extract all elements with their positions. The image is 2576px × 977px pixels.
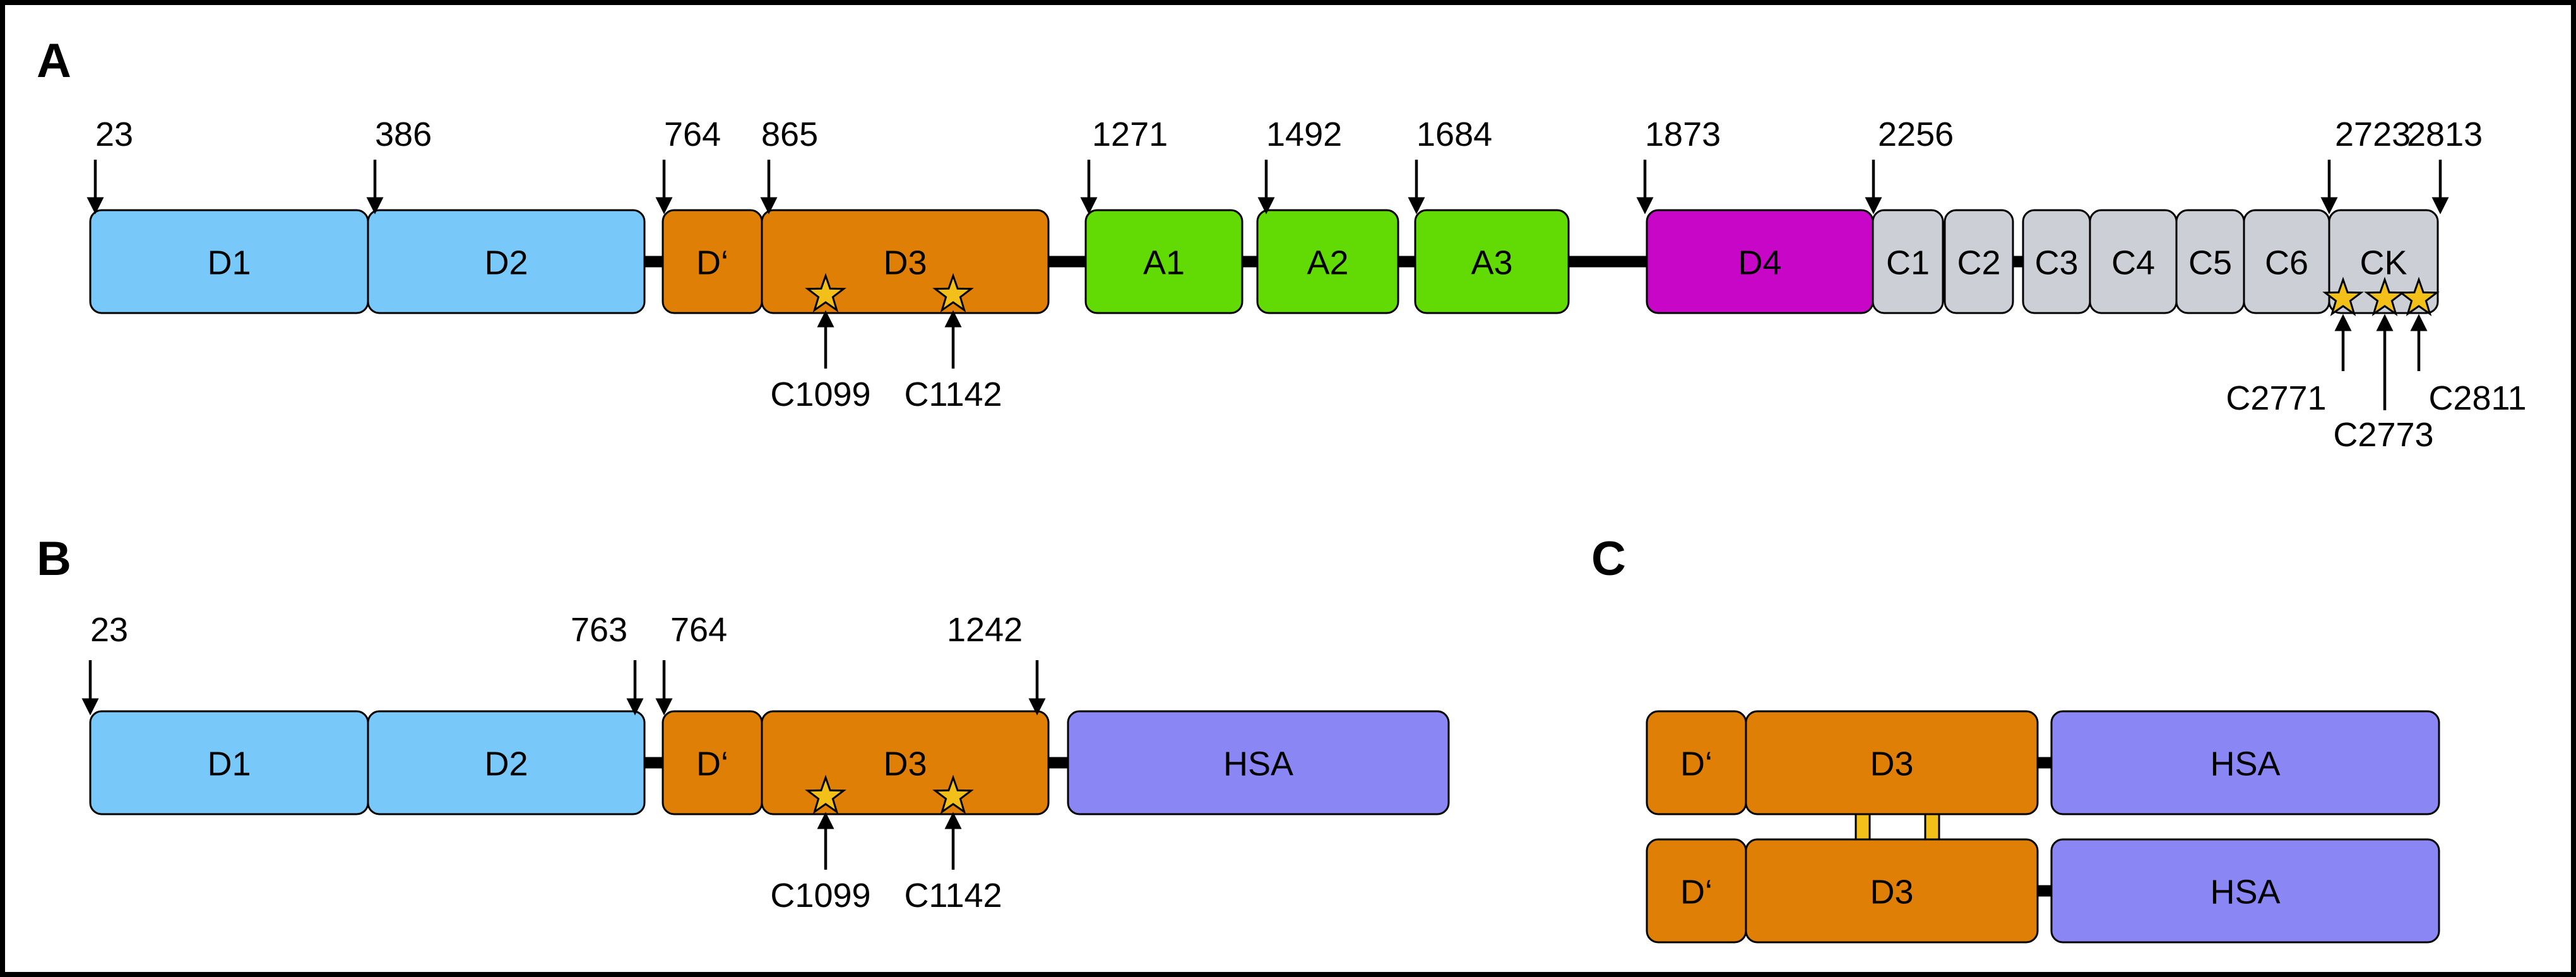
- panel-a-cys-c1099-label: C1099: [770, 376, 870, 413]
- panel-a-cys-c2811-label: C2811: [2428, 379, 2526, 417]
- panel-b-cys-c1099-star: [805, 774, 846, 815]
- panel-c-upper-hsa-box: [2050, 710, 2440, 815]
- panel-b-domain-d-1050-label: D‘: [696, 745, 728, 783]
- panel-a-position-1492-label: 1492: [1266, 115, 1342, 153]
- panel-c-upper-d3-box: [1745, 710, 2039, 815]
- panel-a-position-23-label: 23: [95, 115, 133, 153]
- panel-a-domain-d3-1207-label: D3: [883, 244, 927, 282]
- panel-a-domain-a1-1720-label: A1: [1143, 244, 1185, 282]
- panel-c-lower-dprime-label: D‘: [1680, 873, 1712, 911]
- panel-a-domain-d1-143-label: D1: [207, 244, 251, 282]
- panel-a-domain-c1-2967-label: C1: [1886, 244, 1930, 282]
- panel-a-domain-d2-583-label: D2: [484, 244, 528, 282]
- panel-b-domain-d2-583-label: D2: [484, 745, 528, 783]
- panel-a-domain-a3-2242-label: A3: [1471, 244, 1512, 282]
- disulfide-bond-1: [1855, 813, 1871, 841]
- panel-a-domain-c5-3448-label: C5: [2188, 244, 2232, 282]
- panel-b-cys-c1142-label: C1142: [904, 877, 1002, 915]
- panel-c-lower-d3-label: D3: [1870, 873, 1913, 911]
- panel-a-cys-c1142-label: C1142: [904, 376, 1002, 413]
- panel-c-lower-d3-box: [1745, 838, 2039, 944]
- panel-a-position-2813-label: 2813: [2407, 115, 2483, 153]
- panel-a-domain-c2-3081-label: C2: [1957, 244, 2000, 282]
- panel-a-domain-d2-583-box: [367, 209, 646, 314]
- panel-c-lower-hsa-box: [2050, 838, 2440, 944]
- disulfide-bond-2: [1924, 813, 1940, 841]
- panel-b-cys-c1142-star: [932, 774, 974, 815]
- panel-c-lower-hsa-label: HSA: [2210, 873, 2280, 911]
- panel-a-domain-d-1050-label: D‘: [696, 244, 728, 282]
- panel-a-position-865-label: 865: [761, 115, 818, 153]
- panel-a-domain-a3-2242-box: [1414, 209, 1570, 314]
- panel-a-cys-c1142-star: [932, 273, 974, 313]
- panel-a-domain-c4-3311-label: C4: [2111, 244, 2155, 282]
- panel-b-position-1242-label: 1242: [947, 611, 1023, 649]
- panel-a-position-2723-label: 2723: [2335, 115, 2411, 153]
- panel-a-cys-c1099-star: [805, 273, 846, 313]
- panel-b-domain-d3-1207-label: D3: [883, 745, 927, 783]
- panel-c-upper-hsa-label: HSA: [2210, 745, 2280, 783]
- panel-c-upper-d3-label: D3: [1870, 745, 1913, 783]
- panel-c-upper-dprime-label: D‘: [1680, 745, 1712, 783]
- panel-a-position-1684-label: 1684: [1416, 115, 1492, 153]
- panel-b-position-764-label: 764: [670, 611, 727, 649]
- panel-a-cys-c2771-label: C2771: [2226, 379, 2326, 417]
- panel-b-domain-d1-143-label: D1: [207, 745, 251, 783]
- panel-a-domain-c1-2967-box: [1872, 209, 1944, 314]
- panel-a-position-1873-label: 1873: [1645, 115, 1721, 153]
- panel-a-domain-a1-1720-box: [1084, 209, 1243, 314]
- panel-b-domain-d2-583-box: [367, 710, 646, 815]
- panel-a-position-2256-label: 2256: [1878, 115, 1954, 153]
- panel-a-cys-c2773-label: C2773: [2333, 416, 2433, 454]
- panel-a-position-1271-label: 1271: [1092, 115, 1168, 153]
- panel-b-position-23-label: 23: [90, 611, 128, 649]
- panel-a-domain-d4-2609-label: D4: [1738, 244, 1781, 282]
- panel-b-domain-hsa-1692-box: [1067, 710, 1450, 815]
- panel-a-domain-a2-1992-box: [1256, 209, 1399, 314]
- panel-b-cys-c1099-label: C1099: [770, 877, 870, 915]
- panel-a-cys-c2773-star: [2364, 276, 2406, 317]
- panel-a-domain-c2-3081-box: [1944, 209, 2014, 314]
- panel-a-domain-c3-3205-label: C3: [2034, 244, 2078, 282]
- panel-a-cys-c2811-star: [2398, 276, 2440, 317]
- panel-a-domain-d3-1207-box: [761, 209, 1050, 314]
- panel-a-position-386-label: 386: [375, 115, 432, 153]
- panel-a-domain-a2-1992-label: A2: [1307, 244, 1348, 282]
- panel-a-position-764-label: 764: [664, 115, 721, 153]
- panel-b-domain-hsa-1692-label: HSA: [1223, 745, 1293, 783]
- panel-b-domain-d3-1207-box: [761, 710, 1050, 815]
- panel-a-cys-c2771-star: [2322, 276, 2364, 317]
- panel-a-domain-ck-3690-box: [2328, 209, 2439, 314]
- panel-a-domain-c6-3555-label: C6: [2265, 244, 2308, 282]
- panel-label-c: C: [1591, 532, 1626, 586]
- panel-a-domain-ck-3690-label: CK: [2359, 244, 2407, 282]
- panel-b-position-763-label: 763: [571, 611, 627, 649]
- panel-label-b: B: [37, 532, 71, 586]
- panel-label-a: A: [37, 34, 71, 88]
